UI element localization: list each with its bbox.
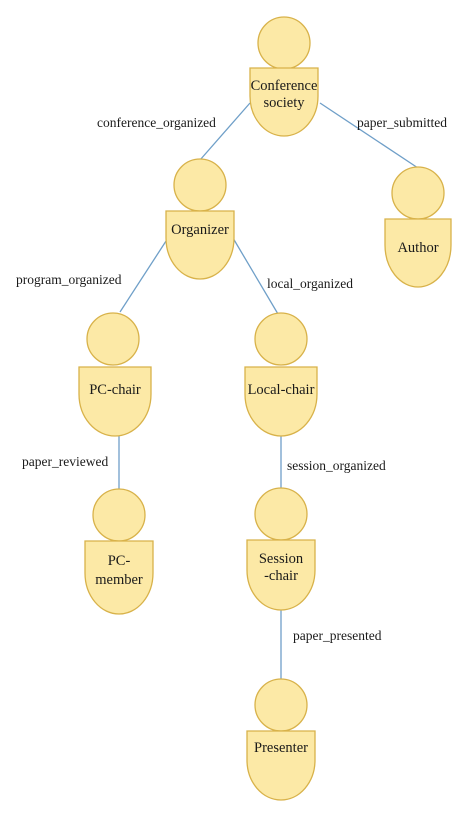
- actor-head: [92, 488, 146, 542]
- actor-head: [257, 16, 311, 70]
- edge-conference-author: [319, 102, 419, 169]
- actor-conference-society: Conference society: [249, 16, 319, 137]
- relation-label-paper-presented: paper_presented: [293, 628, 382, 643]
- actor-body: [78, 366, 152, 437]
- actor-session-chair: Session -chair: [246, 487, 316, 611]
- actor-label-presenter: Presenter: [254, 740, 308, 756]
- relation-label-session-organized: session_organized: [287, 458, 386, 473]
- actor-label-session-chair-line2: -chair: [264, 568, 298, 584]
- actor-body: [384, 218, 452, 288]
- actor-local-chair: Local-chair: [244, 312, 318, 437]
- actor-presenter: Presenter: [246, 678, 316, 801]
- relation-label-program-organized: program_organized: [16, 272, 122, 287]
- edge-conference-organizer: [199, 102, 251, 161]
- relation-label-conference-organized: conference_organized: [97, 115, 216, 130]
- actor-label-author: Author: [397, 240, 438, 256]
- actor-pc-chair: PC-chair: [78, 312, 152, 437]
- actor-author: Author: [384, 166, 452, 288]
- actor-head: [86, 312, 140, 366]
- actor-head: [254, 312, 308, 366]
- actor-label-session-chair-line1: Session: [259, 551, 304, 567]
- actor-body: [249, 67, 319, 137]
- actor-label-pc-member-line2: member: [95, 572, 143, 588]
- actor-body: [84, 540, 154, 615]
- actor-label-conference-society-line2: society: [263, 95, 305, 111]
- actor-body: [246, 539, 316, 611]
- relation-label-paper-reviewed: paper_reviewed: [22, 454, 108, 469]
- actor-label-pc-member-line1: PC-: [108, 553, 131, 569]
- actor-label-local-chair: Local-chair: [248, 382, 315, 398]
- actor-head: [391, 166, 445, 220]
- actor-organizer: Organizer: [165, 158, 235, 280]
- actor-head: [254, 487, 308, 541]
- actor-pc-member: PC- member: [84, 488, 154, 615]
- relation-label-local-organized: local_organized: [267, 276, 353, 291]
- actor-label-conference-society-line1: Conference: [251, 78, 318, 94]
- actor-body: [246, 730, 316, 801]
- actor-label-organizer: Organizer: [171, 222, 229, 238]
- actor-label-pc-chair: PC-chair: [89, 382, 141, 398]
- actor-body: [244, 366, 318, 437]
- actor-body: [165, 210, 235, 280]
- actor-head: [254, 678, 308, 732]
- relation-label-paper-submitted: paper_submitted: [357, 115, 447, 130]
- edge-organizer-localchair: [232, 237, 279, 315]
- actor-head: [173, 158, 227, 212]
- edge-organizer-pcchair: [119, 237, 169, 313]
